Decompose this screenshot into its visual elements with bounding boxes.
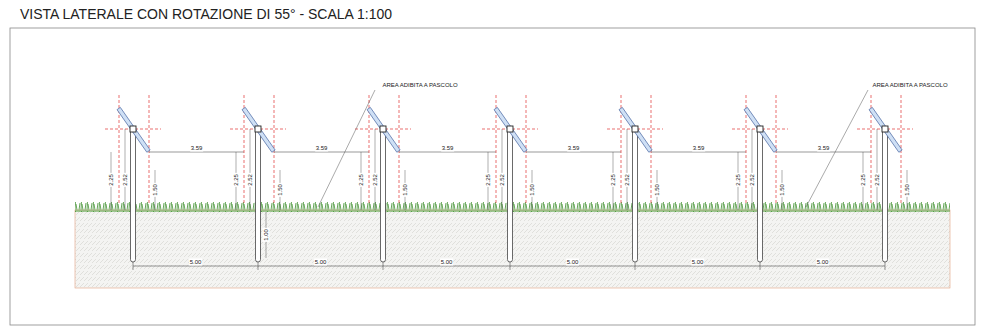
height-dimension: 2.52	[247, 173, 254, 187]
tracker-rows	[105, 95, 913, 270]
height-dimension: 2.52	[499, 173, 506, 187]
height-dimension: 1.50	[654, 183, 661, 197]
dimension-line	[375, 129, 376, 210]
height-dimension: 2.25	[485, 173, 492, 187]
drawing-title: VISTA LATERALE CON ROTAZIONE DI 55° - SC…	[20, 6, 392, 22]
pile-spacing: 5.00	[314, 259, 328, 266]
height-dimension: 2.25	[735, 173, 742, 187]
pile	[883, 129, 888, 262]
sheet-frame	[10, 28, 975, 325]
dimension-line	[877, 129, 878, 210]
torque-tube	[632, 126, 638, 132]
height-dimension: 2.52	[122, 173, 129, 187]
row-spacing: 3.59	[567, 145, 581, 152]
torque-tube	[757, 126, 763, 132]
dimension-line	[125, 129, 126, 210]
pile	[633, 129, 638, 262]
pile-spacing: 5.00	[566, 259, 580, 266]
dimension-line	[752, 129, 753, 210]
pile-spacing: 5.00	[691, 259, 705, 266]
torque-tube	[255, 126, 261, 132]
row-spacing: 3.59	[441, 145, 455, 152]
pv-panel	[494, 107, 527, 152]
height-dimension: 2.25	[860, 173, 867, 187]
height-dimension: 1.50	[529, 183, 536, 197]
dimension-line	[526, 152, 621, 153]
area-note: AREA ADIBITA A PASCOLO	[381, 82, 458, 89]
dimension-line	[627, 129, 628, 210]
torque-tube	[882, 126, 888, 132]
pv-panel	[242, 107, 275, 152]
pv-panel	[744, 107, 777, 152]
dimension-line	[250, 129, 251, 210]
height-dimension: 2.25	[108, 173, 115, 187]
dimension-line	[776, 152, 871, 153]
height-dimension: 2.25	[233, 173, 240, 187]
height-dimension: 2.52	[874, 173, 881, 187]
pile	[131, 129, 136, 262]
dimension-line	[399, 152, 496, 153]
torque-tube	[507, 126, 513, 132]
pile	[758, 129, 763, 262]
embed-dimension: 1.00	[263, 228, 270, 242]
height-dimension: 2.25	[610, 173, 617, 187]
pile-spacing: 5.00	[440, 259, 454, 266]
height-dimension: 1.50	[779, 183, 786, 197]
dimension-line	[651, 152, 746, 153]
pile	[381, 129, 386, 262]
height-dimension: 2.52	[372, 173, 379, 187]
leader-line	[806, 90, 868, 207]
height-dimension: 2.52	[749, 173, 756, 187]
row-spacing: 3.59	[692, 145, 706, 152]
pile	[256, 129, 261, 262]
height-dimension: 1.50	[904, 183, 911, 197]
height-dimension: 1.50	[152, 183, 159, 197]
row-spacing: 3.59	[817, 145, 831, 152]
pv-panel	[117, 107, 150, 152]
dimension-line	[133, 266, 885, 267]
height-dimension: 2.25	[358, 173, 365, 187]
dimension-line	[149, 152, 244, 153]
pv-panel	[869, 107, 902, 152]
area-note: AREA ADIBITA A PASCOLO	[871, 82, 948, 89]
pv-panel	[367, 107, 400, 152]
pile	[508, 129, 513, 262]
pile-spacing: 5.00	[189, 259, 203, 266]
torque-tube	[130, 126, 136, 132]
row-spacing: 3.59	[315, 145, 329, 152]
row-spacing: 3.59	[190, 145, 204, 152]
torque-tube	[380, 126, 386, 132]
height-dimension: 1.50	[277, 183, 284, 197]
height-dimension: 1.50	[402, 183, 409, 197]
pile-spacing: 5.00	[816, 259, 830, 266]
dimension-line	[502, 129, 503, 210]
pv-panel	[619, 107, 652, 152]
dimension-line	[274, 152, 369, 153]
height-dimension: 2.52	[624, 173, 631, 187]
